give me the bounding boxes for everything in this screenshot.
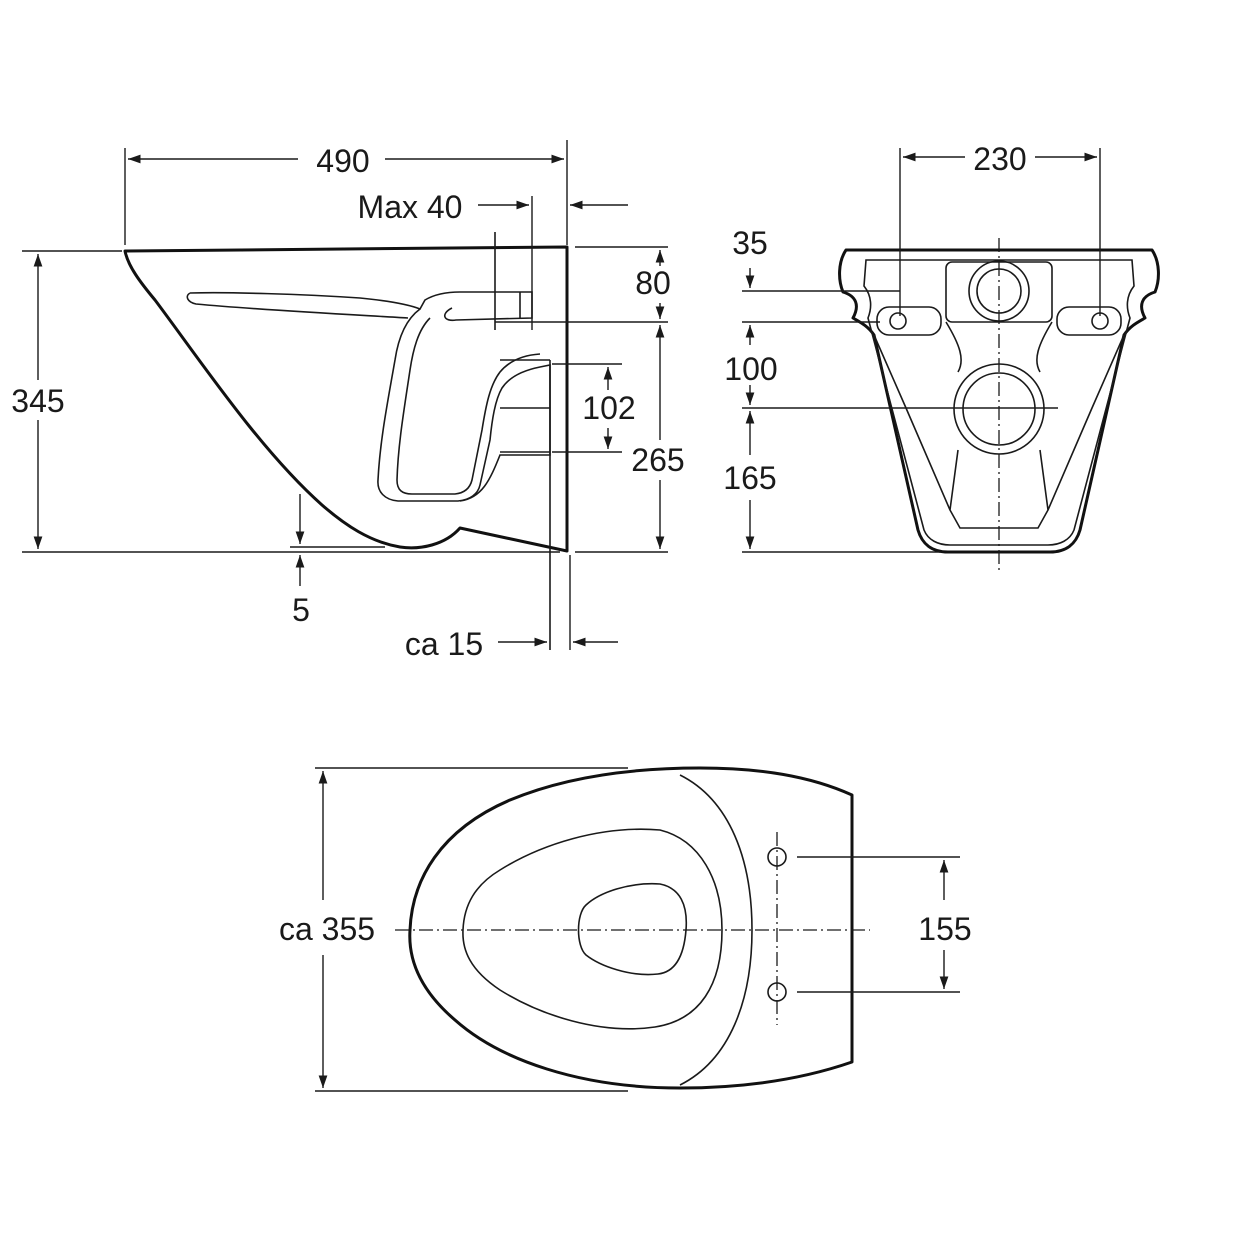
dim-bolt-to-floor: 265 bbox=[631, 442, 684, 478]
side-trap-inner bbox=[396, 317, 541, 495]
dim-overall-length: 490 bbox=[316, 143, 369, 179]
plan-view: ca 355 155 bbox=[279, 766, 972, 1092]
rear-bolt-slot-right bbox=[1056, 306, 1122, 336]
plan-seat-edge bbox=[679, 774, 753, 1086]
dim-overall-height: 345 bbox=[11, 383, 64, 419]
side-inlet-stub bbox=[494, 232, 521, 330]
plan-bowl-opening bbox=[577, 882, 688, 976]
rear-inner-outline bbox=[863, 259, 1135, 546]
dim-inlet-to-outlet: 100 bbox=[724, 351, 777, 387]
side-view: 490 Max 40 345 80 102 265 5 bbox=[11, 140, 685, 662]
dim-top-to-bolt: 80 bbox=[635, 265, 671, 301]
rear-view: 230 35 100 165 bbox=[723, 141, 1160, 574]
side-rim-line bbox=[186, 291, 533, 322]
rear-outline bbox=[838, 248, 1160, 554]
plan-outline bbox=[408, 766, 854, 1090]
dim-top-to-inlet: 35 bbox=[732, 225, 768, 261]
rear-bolt-slot-left bbox=[876, 306, 942, 336]
dim-outlet-span: 102 bbox=[582, 390, 635, 426]
side-bowl-outline bbox=[123, 245, 569, 553]
dim-wall-gap: ca 15 bbox=[405, 626, 483, 662]
dim-max-offset: Max 40 bbox=[358, 189, 463, 225]
dim-bolt-spacing: 230 bbox=[973, 141, 1026, 177]
dim-clearance: 5 bbox=[292, 592, 310, 628]
side-trap-outline bbox=[377, 308, 551, 502]
dim-width: ca 355 bbox=[279, 911, 375, 947]
plan-rim-inner bbox=[462, 828, 723, 1030]
dim-outlet-to-floor: 165 bbox=[723, 460, 776, 496]
side-outlet-lines bbox=[500, 359, 551, 650]
dim-fixing-spacing: 155 bbox=[918, 911, 971, 947]
